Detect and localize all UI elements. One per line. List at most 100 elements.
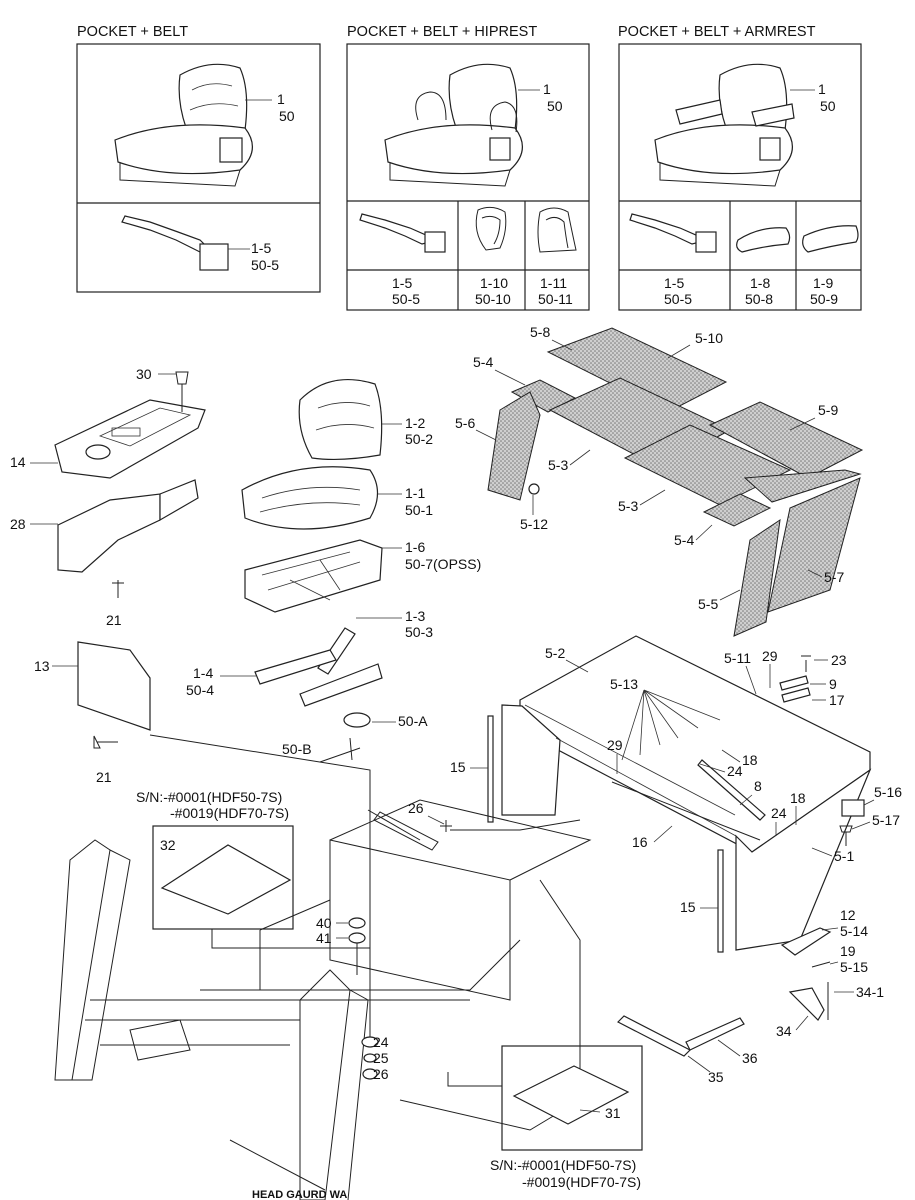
- part-no: 1-5: [392, 275, 412, 291]
- part-alt: 50-11: [538, 291, 573, 307]
- label-5-6: 5-6: [455, 415, 475, 431]
- part-no: 1-11: [540, 275, 567, 291]
- label-5-9: 5-9: [818, 402, 838, 418]
- label-26a: 26: [408, 800, 424, 816]
- hinge-bar: [367, 809, 421, 841]
- label-9: 9: [829, 676, 837, 692]
- seat-exploded-group: 1-2 50-2 1-1 50-1 1-6 50-7(OPSS) 1-3 50-…: [186, 378, 481, 763]
- part-alt: 50-5: [664, 291, 692, 307]
- variant-pocket-belt-armrest: POCKET + BELT + ARMREST 1 50 1-5 50-5 1-: [618, 24, 862, 311]
- label-50-A: 50-A: [398, 713, 428, 729]
- callout-50: 50: [820, 98, 836, 114]
- callout-1: 1: [277, 91, 285, 107]
- belt-illustration: [629, 213, 717, 253]
- bar-36: [685, 1017, 745, 1051]
- footer-label: HEAD GAURD WA: [252, 1189, 347, 1200]
- label-32: 32: [160, 837, 176, 853]
- part-no: 1-9: [813, 275, 833, 291]
- label-26b: 26: [373, 1066, 389, 1082]
- mat-5-3b: [623, 424, 792, 506]
- sn-top-line1: S/N:-#0001(HDF50-7S): [136, 789, 282, 805]
- variant-title: POCKET + BELT + HIPREST: [347, 24, 537, 40]
- mat-5-4b: [702, 493, 772, 527]
- label-24c: 24: [373, 1034, 389, 1050]
- label-18b: 18: [790, 790, 806, 806]
- bolt-21b: [93, 735, 118, 749]
- label-5-17: 5-17: [872, 812, 900, 828]
- floor-mat-group: 5-8 5-10 5-4 5-9 5-6 5-3 5-3 5-12 5-4 5-…: [455, 324, 864, 637]
- label-41: 41: [316, 930, 332, 946]
- label-19: 19: [840, 943, 856, 959]
- sn-top-line2: -#0019(HDF70-7S): [170, 805, 289, 821]
- label-36: 36: [742, 1050, 758, 1066]
- label-5-10: 5-10: [695, 330, 723, 346]
- label-17: 17: [829, 692, 845, 708]
- label-50-1: 50-1: [405, 502, 433, 518]
- label-35: 35: [708, 1069, 724, 1085]
- label-28: 28: [10, 516, 26, 532]
- guard-post-left: [54, 839, 131, 1081]
- label-5-3b: 5-3: [618, 498, 638, 514]
- part-alt: 50-5: [251, 257, 279, 273]
- part-no: 1-5: [251, 240, 271, 256]
- label-34: 34: [776, 1023, 792, 1039]
- bar-35: [616, 1015, 692, 1057]
- label-8: 8: [754, 778, 762, 794]
- sn-bottom-line1: S/N:-#0001(HDF50-7S): [490, 1157, 636, 1173]
- label-5-4b: 5-4: [674, 532, 694, 548]
- damper-1-3: [317, 627, 356, 675]
- label-5-7: 5-7: [824, 569, 844, 585]
- variant-title: POCKET + BELT + ARMREST: [618, 24, 816, 40]
- label-50-B: 50-B: [282, 741, 312, 757]
- label-5-1: 5-1: [834, 848, 854, 864]
- hood-side-5-2: [501, 704, 561, 816]
- bolt-19: [811, 961, 831, 968]
- sn-detail-box-top: [152, 825, 294, 930]
- mat-31: [512, 1065, 630, 1125]
- label-15b: 15: [680, 899, 696, 915]
- console-tray-group: 30 14 28 21 13 21: [10, 366, 206, 785]
- callout-1: 1: [543, 81, 551, 97]
- side-mat-5-6: [487, 391, 541, 501]
- sn-detail-box-bottom: [501, 1045, 643, 1151]
- label-5-2: 5-2: [545, 645, 565, 661]
- guard-post-right: [299, 969, 369, 1200]
- washer-41: [348, 932, 366, 944]
- part-no: 1-8: [750, 275, 770, 291]
- label-40: 40: [316, 915, 332, 931]
- seal-15b: [717, 849, 724, 953]
- label-5-13: 5-13: [610, 676, 638, 692]
- label-1-6: 1-6: [405, 539, 425, 555]
- label-5-4a: 5-4: [473, 354, 493, 370]
- washer-24: [361, 1036, 379, 1048]
- callout-50: 50: [279, 108, 295, 124]
- callout-1: 1: [818, 81, 826, 97]
- part-alt: 50-8: [745, 291, 773, 307]
- label-30: 30: [136, 366, 152, 382]
- part-alt: 50-5: [392, 291, 420, 307]
- hiprest-left-illustration: [475, 206, 507, 251]
- label-5-12: 5-12: [520, 516, 548, 532]
- label-29a: 29: [762, 648, 778, 664]
- washer-25: [363, 1053, 377, 1063]
- side-mat-5-7: [767, 477, 861, 613]
- label-5-16: 5-16: [874, 784, 902, 800]
- part-alt: 50-9: [810, 291, 838, 307]
- label-5-15: 5-15: [840, 959, 868, 975]
- bolt-30: [175, 371, 189, 412]
- label-16: 16: [632, 834, 648, 850]
- gas-spring-8: [697, 759, 766, 821]
- label-1-3: 1-3: [405, 608, 425, 624]
- grommet-5-12: [528, 483, 540, 495]
- label-18a: 18: [742, 752, 758, 768]
- label-14: 14: [10, 454, 26, 470]
- variant-pocket-belt: POCKET + BELT 1 50 1-5 50-5: [76, 24, 321, 293]
- part-alt: 50-10: [475, 291, 511, 307]
- plate-9: [779, 675, 809, 691]
- nut-26: [440, 820, 452, 832]
- label-1-4: 1-4: [193, 665, 213, 681]
- label-25: 25: [373, 1050, 389, 1066]
- variant-title: POCKET + BELT: [77, 24, 188, 40]
- handle-12: [780, 927, 832, 956]
